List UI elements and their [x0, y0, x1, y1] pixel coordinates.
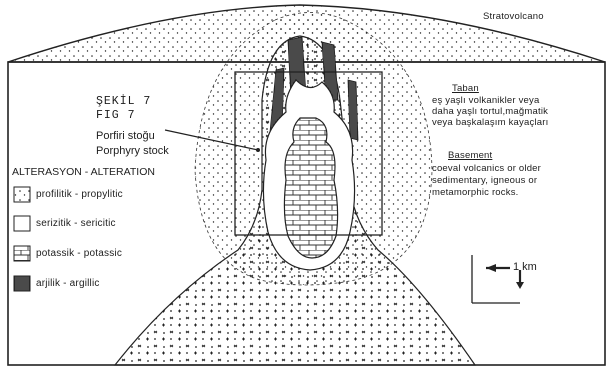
- figure-number-tr: ŞEKİL 7: [96, 96, 151, 108]
- taban-line-3: veya başkalaşım kayaçları: [432, 118, 548, 128]
- basement-heading: Basement: [448, 151, 492, 161]
- legend-title: ALTERASYON - ALTERATION: [12, 167, 155, 178]
- legend-label-propylitic: profilitik - propylitic: [36, 190, 123, 200]
- legend-swatch-potassic: [14, 246, 30, 261]
- taban-heading: Taban: [452, 84, 479, 94]
- stock-label-en: Porphyry stock: [96, 146, 169, 157]
- figure-number-en: FIG 7: [96, 110, 136, 122]
- scale-label: 1 km: [513, 262, 537, 273]
- basement-line-3: metamorphic rocks.: [432, 188, 518, 198]
- stock-label-tr: Porfiri stoğu: [96, 131, 155, 142]
- stratovolcano-label: Stratovolcano: [483, 12, 544, 22]
- legend-swatch-propylitic: [14, 187, 30, 202]
- argillic-zone-outer-right: [348, 80, 358, 140]
- taban-line-1: eş yaşlı volkanikler veya: [432, 96, 539, 106]
- legend-swatch-sericitic: [14, 216, 30, 231]
- legend-label-sericitic: serizitik - sericitic: [36, 219, 116, 229]
- legend-label-potassic: potassik - potassic: [36, 249, 122, 259]
- legend-label-argillic: arjilik - argillic: [36, 279, 100, 289]
- basement-line-2: sedimentary, igneous or: [432, 176, 537, 186]
- taban-line-2: daha yaşlı tortul,mağmatik: [432, 107, 548, 117]
- legend-swatch-argillic: [14, 276, 30, 291]
- basement-line-1: coeval volcanics or older: [432, 164, 541, 174]
